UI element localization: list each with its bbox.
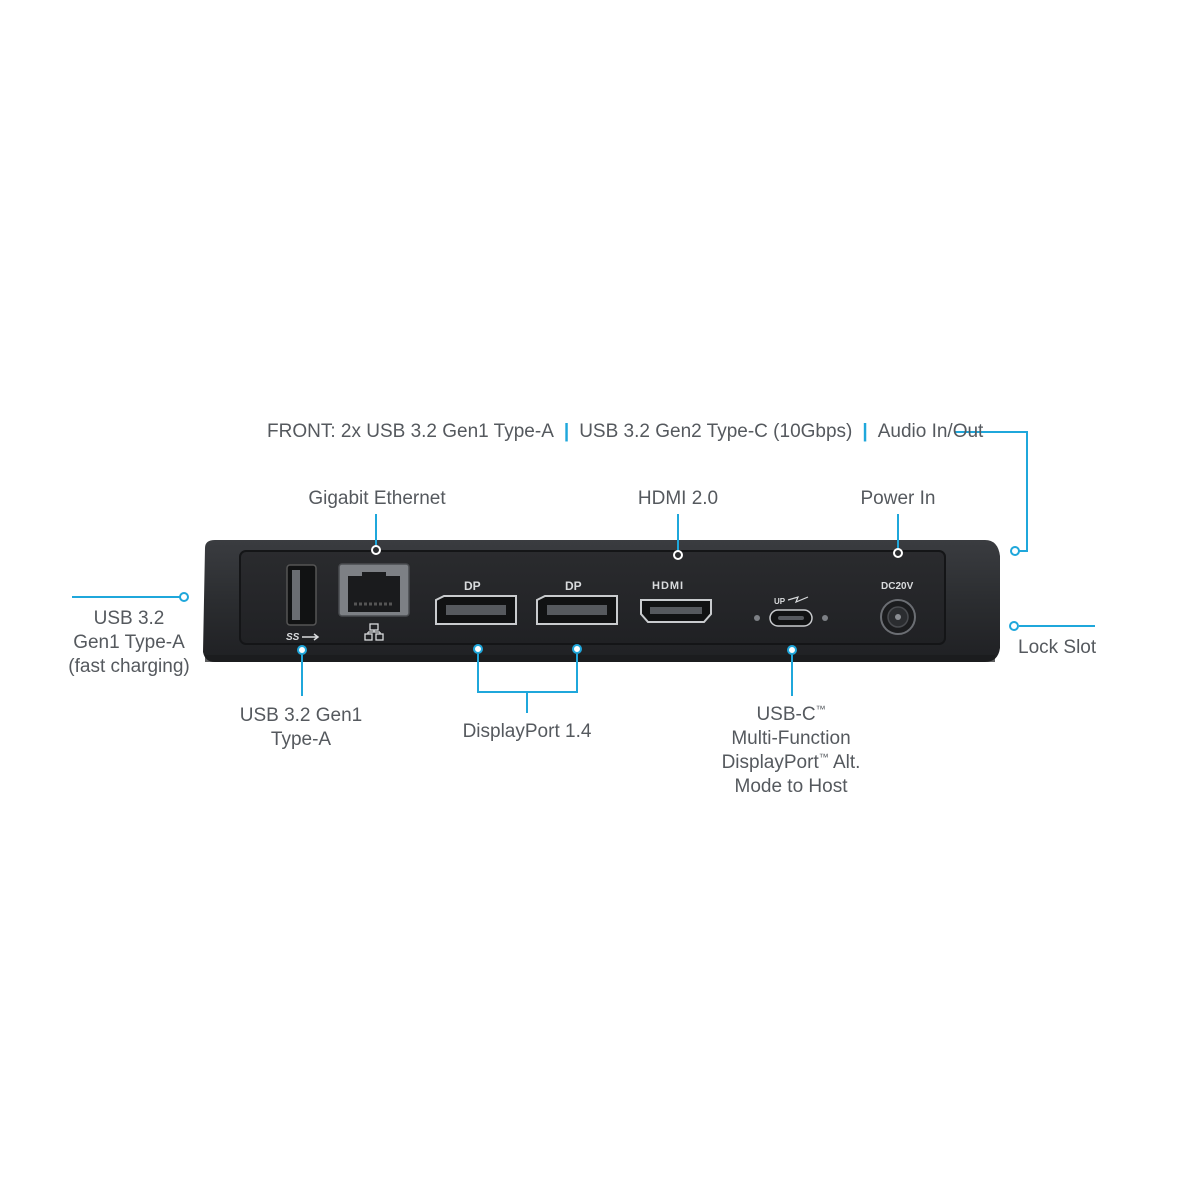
usb-fast-charging-label: USB 3.2 Gen1 Type-A (fast charging) [68,608,190,677]
usbc-line-1: USB-C [756,704,816,725]
displayport-label: DisplayPort 1.4 [462,721,592,742]
svg-text:SS: SS [286,632,300,643]
front-part-2: USB 3.2 Gen2 Type-C (10Gbps) [579,421,853,442]
hdmi-label: HDMI 2.0 [637,488,719,509]
separator: | [563,421,570,442]
callout-dots [179,545,1020,655]
svg-text:DP: DP [565,579,582,593]
displayport-port-2 [536,595,618,625]
usb-c-port [754,609,828,627]
front-part-3: Audio In/Out [877,421,984,442]
gigabit-ethernet-label: Gigabit Ethernet [308,488,446,509]
thunder-icon: UP [774,596,809,606]
svg-text:HDMI: HDMI [652,580,684,592]
usbc-line-3a: DisplayPort [721,752,819,773]
displayport-icon: DP [464,579,481,593]
hdmi-port [640,599,712,623]
displayport-icon: DP [565,579,582,593]
svg-text:UP: UP [774,597,786,606]
front-ports-label: FRONT: 2x USB 3.2 Gen1 Type-A | USB 3.2 Ge… [267,420,983,444]
callout-lines [72,431,1095,713]
dc-power-port [880,599,916,635]
usb-ss-icon: SS [286,632,320,643]
svg-text:DP: DP [464,579,481,593]
ethernet-port [338,563,410,617]
usbc-line-4: Mode to Host [734,776,848,797]
usbc-line-3b: Alt. [828,752,861,773]
power-in-label: Power In [860,488,936,509]
displayport-port-1 [435,595,517,625]
usb-c-label: USB-C™ Multi-Function DisplayPort™ Alt. … [722,703,861,799]
front-part-1: FRONT: 2x USB 3.2 Gen1 Type-A [267,421,554,442]
trademark: ™ [818,752,829,764]
separator: | [862,421,868,442]
usbc-line-2: Multi-Function [731,728,851,749]
network-icon [364,623,384,641]
usb-gen1-label: USB 3.2 Gen1 Type-A [239,705,363,750]
dc-label: DC20V [881,581,914,592]
lock-slot-label: Lock Slot [1018,637,1097,658]
hdmi-icon: HDMI [652,580,684,592]
trademark: ™ [815,704,826,716]
usb-a-port [286,564,317,626]
